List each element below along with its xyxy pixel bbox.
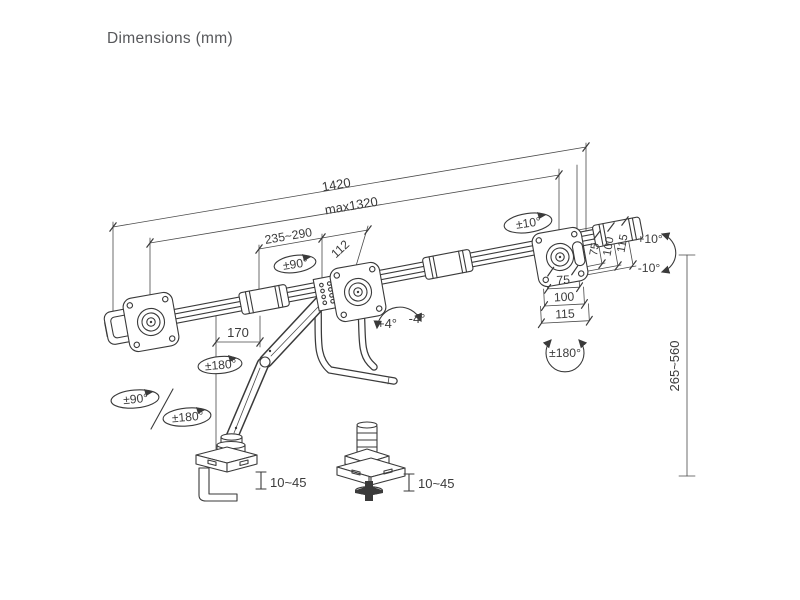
dim-label-total-width: 1420 xyxy=(321,175,352,195)
dim-label-base-offset: 170 xyxy=(227,325,249,340)
angle-label-swivel-90-left: ±90° xyxy=(123,391,149,407)
dim-label-clamp-range-left: 10~45 xyxy=(270,475,307,490)
gas-spring-arm xyxy=(220,295,328,450)
dim-label-vesa-75-side: 75 xyxy=(588,242,602,257)
dim-label-vesa-100-bottom: 100 xyxy=(554,289,575,304)
clamp-range-symbol-right xyxy=(403,473,415,492)
dim-label-plate-offset: 112 xyxy=(328,237,352,261)
c-clamp-bracket xyxy=(198,467,238,502)
dim-label-clamp-range-right: 10~45 xyxy=(418,476,455,491)
angle-label-rotate-180-right: ±180° xyxy=(549,346,581,360)
dim-label-vesa-75-bottom: 75 xyxy=(556,273,570,288)
tilt-4-arrow xyxy=(373,306,422,330)
angle-label-tilt-down-10: -10° xyxy=(638,261,661,275)
dimension-labels: 1420 max1320 235~290 112 170 ±90° ±10° +… xyxy=(123,175,682,491)
tilt-10-arrow xyxy=(660,232,677,274)
clamp-range-symbol-left xyxy=(255,471,267,490)
angle-label-swivel-10: ±10° xyxy=(515,214,542,231)
page-title: Dimensions (mm) xyxy=(107,30,233,47)
dimension-ticks xyxy=(109,142,637,347)
slider-collar-left xyxy=(237,283,291,316)
dim-label-vesa-100-side: 100 xyxy=(601,236,616,257)
vesa-plate-right xyxy=(530,225,590,289)
slider-collar-center xyxy=(421,248,474,281)
vesa-plate-center xyxy=(328,260,388,324)
angle-label-tilt-up-4: +4° xyxy=(377,316,397,331)
grommet-mount xyxy=(336,421,406,501)
angle-label-rotate-180-arm: ±180° xyxy=(204,357,237,374)
angle-label-tilt-up-10: +10° xyxy=(637,232,663,246)
angle-label-swivel-90-top: ±90° xyxy=(282,255,309,272)
desk-clamp xyxy=(195,440,258,502)
grommet-wingnut xyxy=(355,481,383,501)
elbow-joint xyxy=(259,356,271,368)
dim-label-max-width: max1320 xyxy=(324,194,379,218)
angle-label-tilt-down-4: -4° xyxy=(409,311,426,326)
angle-label-rotate-180-left: ±180° xyxy=(171,409,204,426)
vesa-plate-left xyxy=(121,290,181,354)
rotate-180-right-arrow xyxy=(542,339,588,373)
dim-label-vesa-115-bottom: 115 xyxy=(555,306,575,321)
dim-label-vesa-115-side: 115 xyxy=(616,233,631,253)
rotation-annotations xyxy=(110,212,677,430)
dim-label-height-range: 265~560 xyxy=(667,341,682,392)
